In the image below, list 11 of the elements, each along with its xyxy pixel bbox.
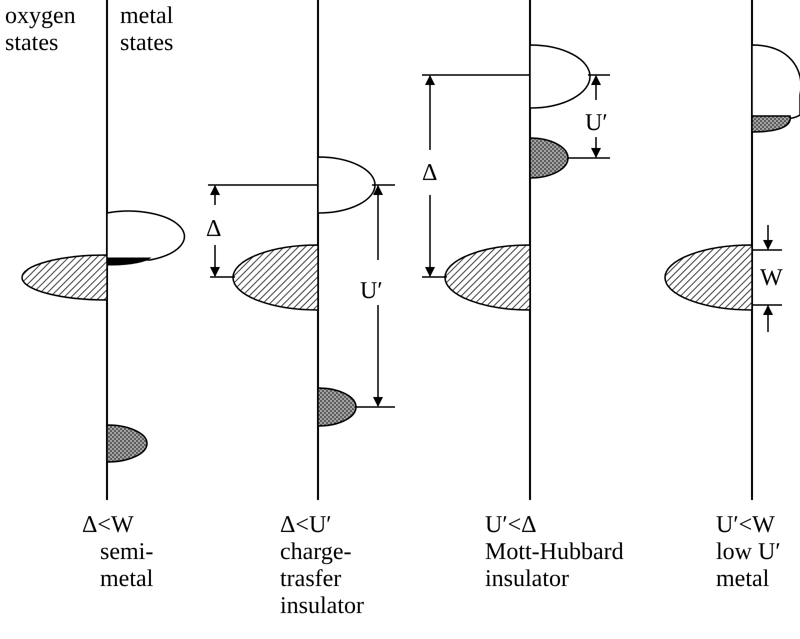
caption: semi-metal: [100, 539, 154, 593]
condition-label: U′<Δ: [485, 512, 537, 539]
caption: low U′: [716, 539, 781, 566]
caption: charge-trasfer insulator: [280, 539, 365, 620]
condition-label: U′<W: [716, 512, 775, 539]
condition-label: Δ<U′: [280, 512, 332, 539]
axis-label: oxygen states: [5, 3, 77, 57]
caption: Mott-Hubbard insulator: [485, 539, 625, 593]
axis-label: metal states: [120, 3, 174, 57]
condition-label: Δ<W: [82, 512, 134, 539]
caption: metal: [716, 566, 770, 593]
